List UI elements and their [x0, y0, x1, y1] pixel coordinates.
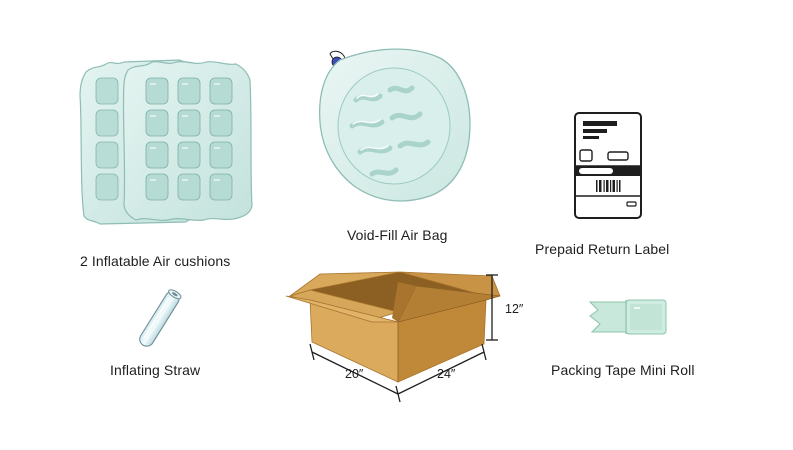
box-length-label: 24″ — [437, 367, 456, 381]
inflatable-air-cushion-icon — [79, 59, 253, 225]
packing-tape-icon — [588, 299, 667, 335]
void-fill-air-bag-icon — [318, 48, 471, 202]
cardboard-box-icon: 12″ 20″ 24″ — [285, 271, 524, 403]
air-cushions-label: 2 Inflatable Air cushions — [80, 253, 231, 269]
tape-label: Packing Tape Mini Roll — [551, 362, 695, 378]
length-dimension-line — [397, 343, 487, 395]
box-height-label: 12″ — [505, 302, 524, 316]
straw-label: Inflating Straw — [110, 362, 201, 378]
height-dimension-line — [486, 274, 498, 341]
shipping-label-icon — [574, 112, 642, 219]
air-bag-label: Void-Fill Air Bag — [347, 227, 448, 243]
straw-icon — [139, 289, 182, 347]
box-width-label: 20″ — [345, 367, 364, 381]
return-label-label: Prepaid Return Label — [535, 241, 670, 257]
